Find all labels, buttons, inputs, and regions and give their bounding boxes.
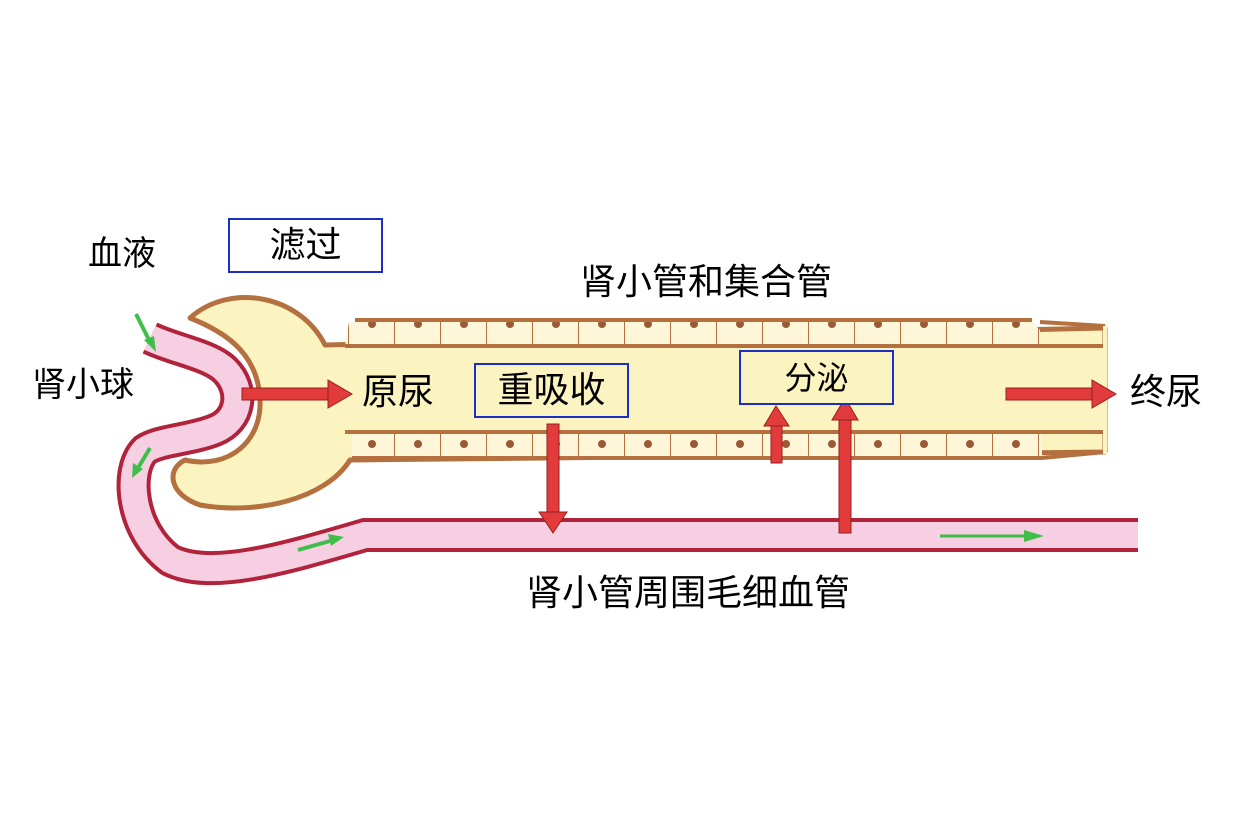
final-urine-arrow-icon [1005,379,1117,409]
process-arrows [241,379,1117,534]
green-arrow-icon [134,313,156,352]
final-urine-label: 终尿 [1130,372,1203,413]
reabsorption-box: 重吸收 [474,363,629,418]
filtration-arrow-icon [241,379,353,409]
tubule-title-label: 肾小管和集合管 [580,262,833,303]
green-arrow-icon [940,530,1044,542]
filtration-box: 滤过 [228,218,383,273]
blood-flow-arrows [132,313,1044,552]
secretion-box: 分泌 [739,350,894,405]
reabsorption-arrow-icon [538,423,568,534]
glomerulus-label: 肾小球 [32,365,134,405]
renal-tubule [170,295,1108,511]
epithelium-top [345,318,1106,348]
capillary-label: 肾小管周围毛细血管 [526,573,851,614]
primary-urine-label: 原尿 [362,372,435,413]
green-arrow-icon [297,534,344,552]
green-arrow-icon [132,446,152,478]
blood-label: 血液 [88,234,156,274]
secretion-arrow-small-icon [763,405,790,464]
secretion-arrow-large-icon [831,397,859,534]
epithelium-bottom [345,430,1106,460]
